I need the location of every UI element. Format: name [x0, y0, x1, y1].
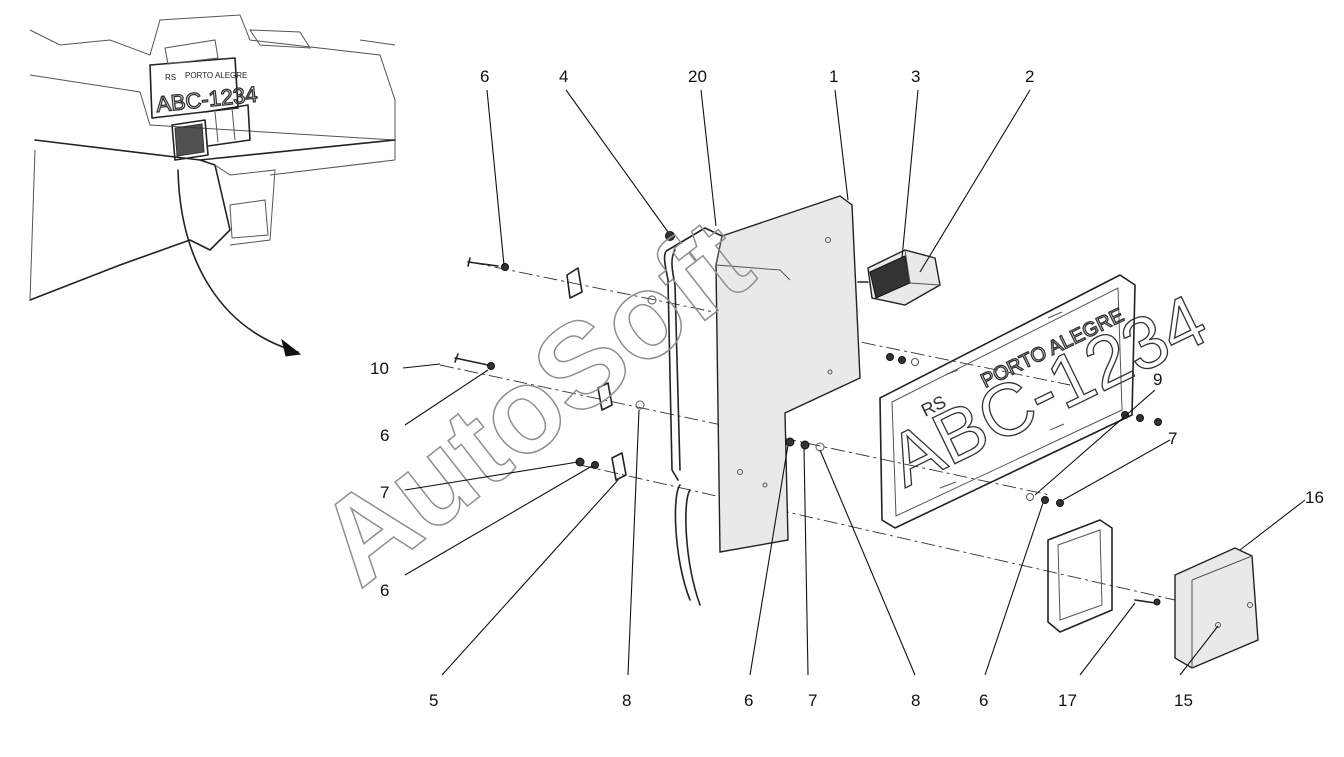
- callout-7: 7: [1168, 429, 1177, 448]
- leader-lines: [402, 89, 1306, 676]
- callout-10: 10: [370, 359, 389, 378]
- callout-16: 16: [1305, 488, 1324, 507]
- inset-plate-state: RS: [165, 73, 176, 82]
- plate-holder-part-1: [715, 195, 861, 553]
- callout-17: 17: [1058, 691, 1077, 710]
- vehicle-rear-inset: RS PORTO ALEGRE ABC-1234: [29, 14, 396, 357]
- inset-plate-city: PORTO ALEGRE: [185, 71, 247, 80]
- lamp-part-2: [857, 249, 941, 306]
- callout-6: 6: [380, 426, 389, 445]
- callout-6: 6: [380, 581, 389, 600]
- hardware: [454, 231, 1162, 606]
- callout-9: 9: [1153, 370, 1162, 389]
- callout-20: 20: [688, 67, 707, 86]
- callout-6: 6: [744, 691, 753, 710]
- watermark: AutoSoft: [294, 193, 776, 610]
- callout-15: 15: [1174, 691, 1193, 710]
- callout-labels: 6 4 20 1 3 2 10 6 9 7 7 16 6 5 8 6 7 8 6…: [370, 67, 1324, 710]
- callout-5: 5: [429, 691, 438, 710]
- callout-4: 4: [559, 67, 568, 86]
- callout-6: 6: [480, 67, 489, 86]
- callout-8: 8: [911, 691, 920, 710]
- license-plate: RS PORTO ALEGRE ABC-1234: [875, 274, 1220, 529]
- callout-7: 7: [808, 691, 817, 710]
- callout-1: 1: [829, 67, 838, 86]
- callout-8: 8: [622, 691, 631, 710]
- callout-3: 3: [911, 67, 920, 86]
- callout-2: 2: [1025, 67, 1034, 86]
- callout-6: 6: [979, 691, 988, 710]
- callout-7: 7: [380, 483, 389, 502]
- bracket-part-20: [663, 227, 723, 606]
- lamp-frame-and-cover: [1047, 519, 1259, 669]
